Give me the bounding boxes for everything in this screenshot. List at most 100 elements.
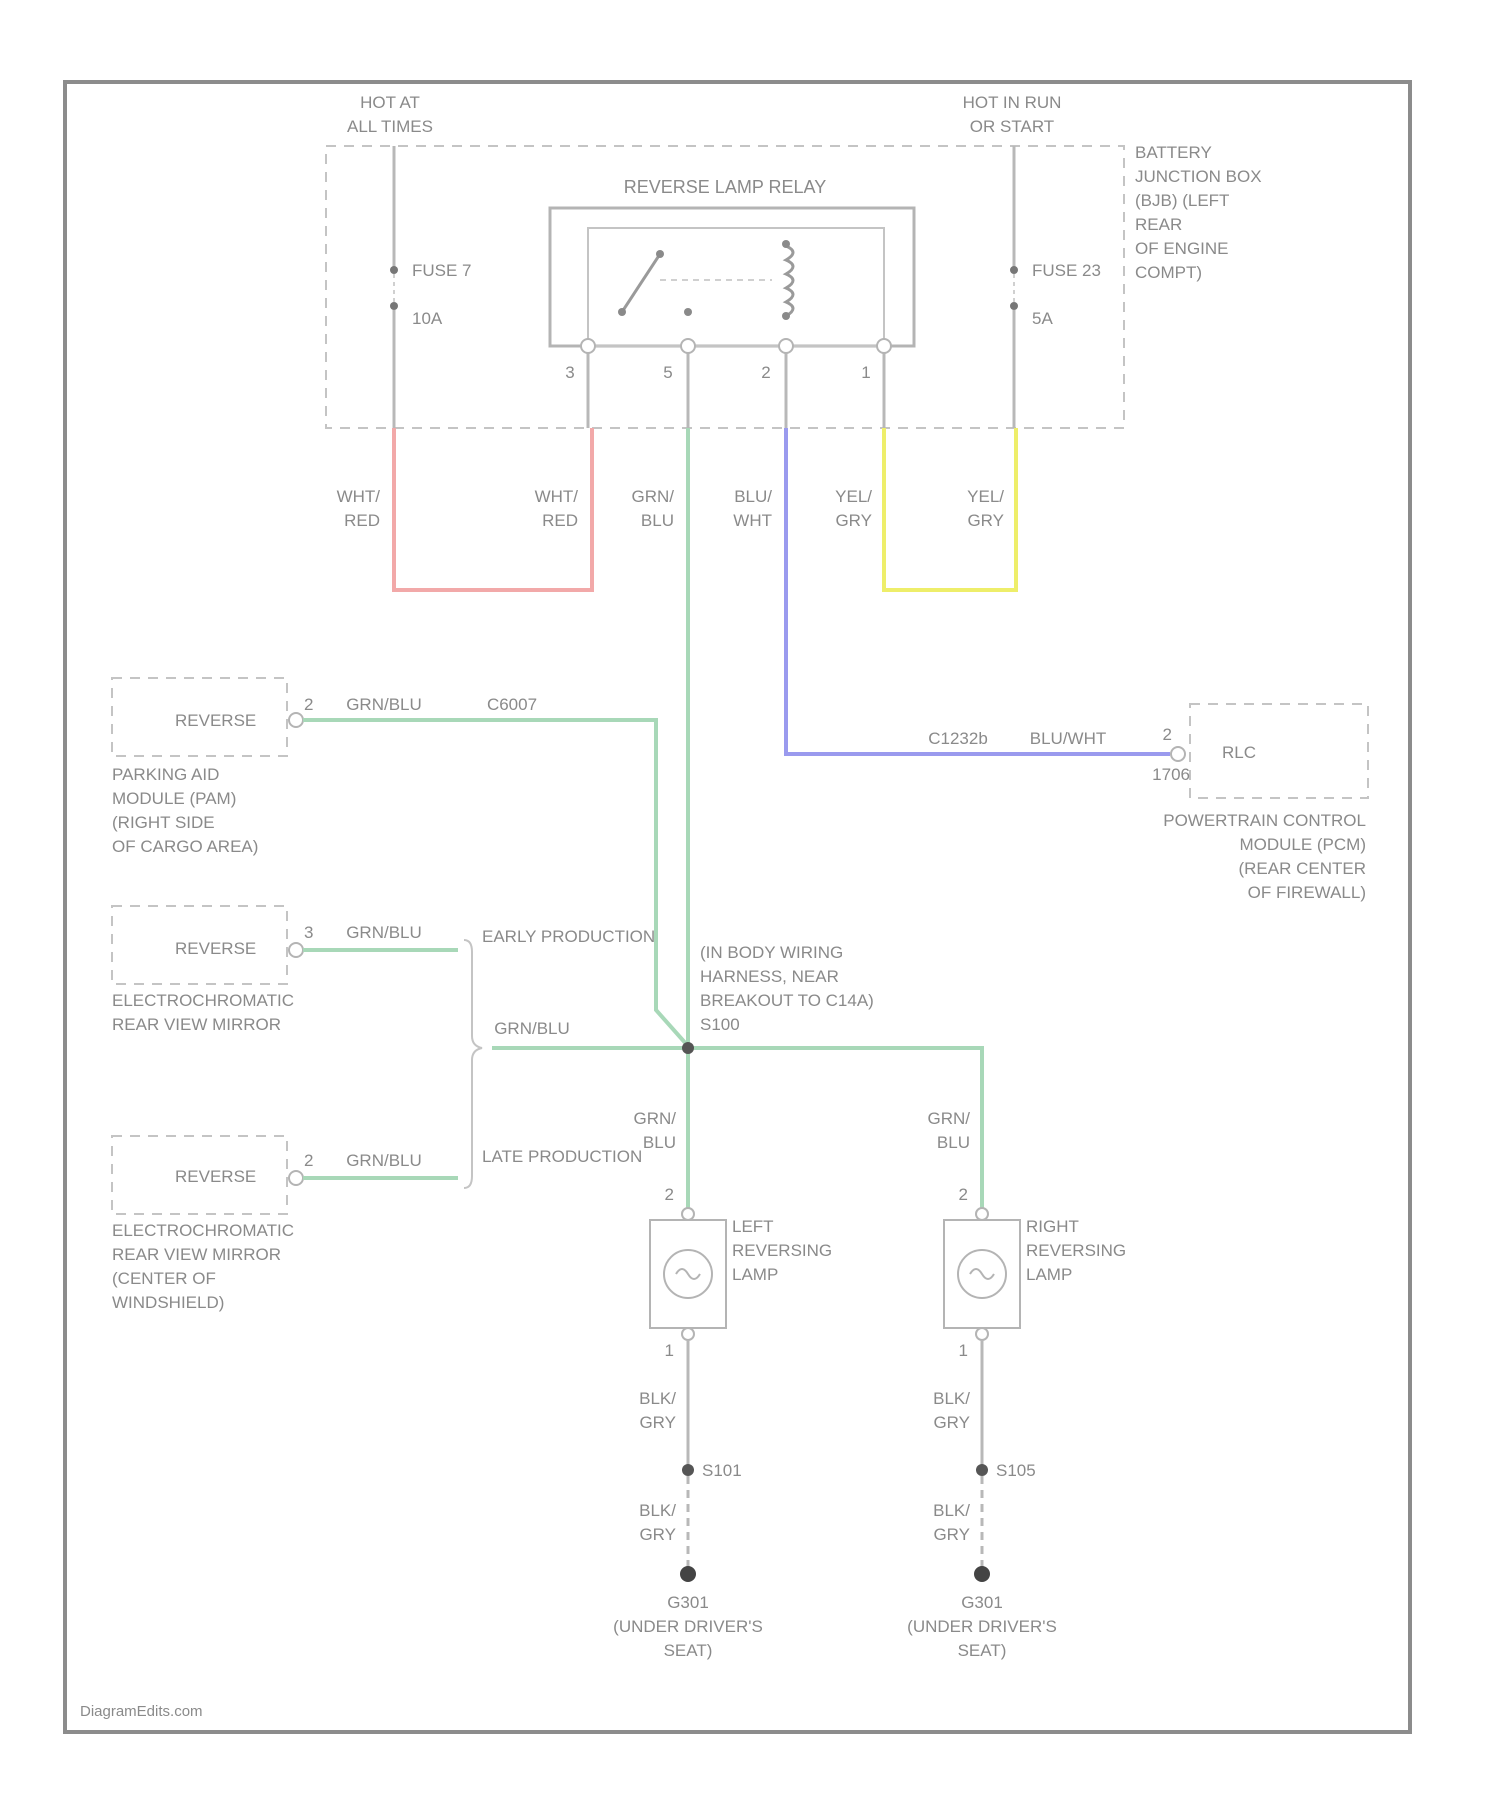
power-left-line2: ALL TIMES (347, 117, 433, 136)
wire-pam (303, 720, 688, 1046)
power-right-line2: OR START (970, 117, 1054, 136)
splice-s100-label: (IN BODY WIRING HARNESS, NEAR BREAKOUT T… (700, 943, 874, 1034)
power-left-label: HOT AT ALL TIMES (347, 93, 433, 136)
svg-text:RED: RED (344, 511, 380, 530)
svg-text:GRY: GRY (639, 1525, 676, 1544)
svg-text:BREAKOUT TO C14A): BREAKOUT TO C14A) (700, 991, 874, 1010)
splice-s105 (976, 1464, 988, 1476)
relay-pin-label: 5 (663, 363, 672, 382)
wire-yel-gry (884, 428, 1016, 590)
mirror-early-pin: 3 (304, 923, 313, 942)
svg-text:RED: RED (542, 511, 578, 530)
svg-text:BLU/: BLU/ (734, 487, 772, 506)
label-grn-blu-main: GRN/ BLU (632, 487, 675, 530)
right-lamp-caption-line: RIGHT (1026, 1217, 1079, 1236)
label-left-ground-b: BLK/ GRY (639, 1501, 676, 1544)
right-lamp-pin-top: 2 (959, 1185, 968, 1204)
relay-pin-terminal (581, 339, 595, 353)
pcm-pin: 2 (1163, 725, 1172, 744)
left-lamp-pin-bottom: 1 (665, 1341, 674, 1360)
right-reversing-lamp: 2 1 RIGHT REVERSING LAMP (944, 1185, 1126, 1360)
relay-pin-terminal (681, 339, 695, 353)
pam-caption-line: MODULE (PAM) (112, 789, 236, 808)
watermark: DiagramEdits.com (80, 1703, 203, 1720)
left-lamp-caption-line: REVERSING (732, 1241, 832, 1260)
pam-module: 2 REVERSE PARKING AID MODULE (PAM) (RIGH… (112, 678, 313, 856)
mid-wire-label: GRN/BLU (494, 1019, 570, 1038)
left-lamp-caption-line: LEFT (732, 1217, 774, 1236)
wire-wht-red (394, 428, 592, 590)
power-right-line1: HOT IN RUN (963, 93, 1062, 112)
junction-box-line: COMPT) (1135, 263, 1202, 282)
pam-box-label: REVERSE (175, 711, 256, 730)
right-lamp-caption-line: LAMP (1026, 1265, 1072, 1284)
junction-box-line: JUNCTION BOX (1135, 167, 1262, 186)
pcm-module: 2 1706 RLC POWERTRAIN CONTROL MODULE (PC… (1152, 704, 1368, 902)
mirror-early: 3 REVERSE ELECTROCHROMATIC REAR VIEW MIR… (112, 906, 313, 1034)
fuse-7-name: FUSE 7 (412, 261, 472, 280)
fuse-23: FUSE 23 5A (1010, 146, 1101, 428)
fuse-7: FUSE 7 10A (390, 146, 472, 428)
svg-text:HARNESS, NEAR: HARNESS, NEAR (700, 967, 839, 986)
svg-text:GRN/: GRN/ (928, 1109, 971, 1128)
pam-circuit-label: C6007 (487, 695, 537, 714)
svg-text:GRN/: GRN/ (634, 1109, 677, 1128)
splice-s105-label: S105 (996, 1461, 1036, 1480)
label-yel-gry-b: YEL/ GRY (967, 487, 1004, 530)
svg-text:YEL/: YEL/ (835, 487, 872, 506)
wire-grn-blu-bus (492, 1048, 982, 1210)
mirror-late-wire-label: GRN/BLU (346, 1151, 422, 1170)
mirror-late-pin: 2 (304, 1151, 313, 1170)
relay-coil (786, 246, 793, 316)
pcm-caption-line: OF FIREWALL) (1248, 883, 1366, 902)
svg-text:GRY: GRY (835, 511, 872, 530)
label-right-ground-b: BLK/ GRY (933, 1501, 970, 1544)
label-left-ground-a: BLK/ GRY (639, 1389, 676, 1432)
splice-s101 (682, 1464, 694, 1476)
mirror-late-caption-line: WINDSHIELD) (112, 1293, 224, 1312)
svg-text:GRY: GRY (639, 1413, 676, 1432)
svg-text:GRY: GRY (967, 511, 1004, 530)
relay-pin-label: 3 (565, 363, 574, 382)
relay-switch (622, 254, 660, 312)
reverse-lamp-relay: REVERSE LAMP RELAY 3 5 2 1 (550, 177, 914, 382)
svg-text:BLU: BLU (643, 1133, 676, 1152)
label-left-lamp-feed: GRN/ BLU (634, 1109, 677, 1152)
left-lamp-caption-line: LAMP (732, 1265, 778, 1284)
svg-text:BLK/: BLK/ (639, 1501, 676, 1520)
ground-left: G301 (UNDER DRIVER'S SEAT) (613, 1566, 763, 1660)
pcm-caption-line: (REAR CENTER (1238, 859, 1366, 878)
ground-left-line: G301 (667, 1593, 709, 1612)
relay-pin-terminal (877, 339, 891, 353)
label-wht-red-a: WHT/ RED (337, 487, 381, 530)
svg-text:BLK/: BLK/ (933, 1389, 970, 1408)
relay-pin-label: 1 (861, 363, 870, 382)
fuse-23-rating: 5A (1032, 309, 1053, 328)
svg-text:BLK/: BLK/ (639, 1389, 676, 1408)
label-wht-red-b: WHT/ RED (535, 487, 579, 530)
fuse-23-name: FUSE 23 (1032, 261, 1101, 280)
relay-title: REVERSE LAMP RELAY (624, 177, 826, 197)
ground-right-line: G301 (961, 1593, 1003, 1612)
mirror-late: 2 REVERSE ELECTROCHROMATIC REAR VIEW MIR… (112, 1136, 313, 1312)
svg-text:GRY: GRY (933, 1413, 970, 1432)
ground-right-line: SEAT) (958, 1641, 1007, 1660)
label-right-ground-a: BLK/ GRY (933, 1389, 970, 1432)
label-right-lamp-feed: GRN/ BLU (928, 1109, 971, 1152)
ground-icon (680, 1566, 696, 1582)
svg-text:WHT/: WHT/ (337, 487, 381, 506)
pam-caption-line: OF CARGO AREA) (112, 837, 258, 856)
junction-box-line: (BJB) (LEFT (1135, 191, 1229, 210)
ground-left-line: (UNDER DRIVER'S (613, 1617, 763, 1636)
svg-text:BLU: BLU (937, 1133, 970, 1152)
relay-pin-label: 2 (761, 363, 770, 382)
pam-wire-label: GRN/BLU (346, 695, 422, 714)
early-production-label: EARLY PRODUCTION (482, 927, 655, 946)
power-right-label: HOT IN RUN OR START (963, 93, 1062, 136)
pam-caption-line: (RIGHT SIDE (112, 813, 215, 832)
left-reversing-lamp: 2 1 LEFT REVERSING LAMP (650, 1185, 832, 1360)
pcm-circuit-label: C1232b (928, 729, 988, 748)
splice-s100 (682, 1042, 694, 1054)
junction-box-label: BATTERY JUNCTION BOX (BJB) (LEFT REAR OF… (1135, 143, 1262, 282)
mirror-early-wire-label: GRN/BLU (346, 923, 422, 942)
